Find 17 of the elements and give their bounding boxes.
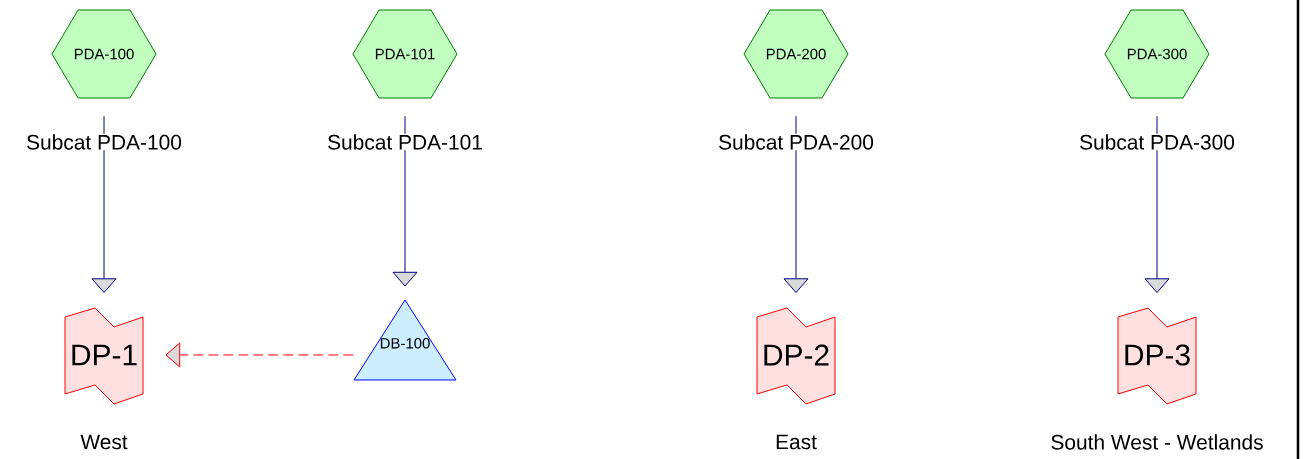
node-label: East: [774, 434, 818, 450]
subcatchment-hexagon: PDA-101: [352, 9, 458, 99]
node-label: West: [79, 434, 129, 450]
node-label: Subcat PDA-300: [1078, 133, 1236, 151]
subcatchment-hexagon: PDA-300: [1104, 9, 1210, 99]
arrow: [91, 115, 117, 293]
node-label: Subcat PDA-101: [326, 133, 484, 151]
node-label: Subcat PDA-100: [25, 133, 183, 151]
pond-triangle: DB-100: [353, 299, 457, 381]
arrow: [783, 115, 809, 293]
node-label: South West - Wetlands: [1049, 433, 1265, 451]
arrow: [392, 115, 418, 287]
arrow: [1144, 115, 1170, 293]
subcatchment-hexagon: PDA-200: [743, 9, 849, 99]
arrow: [165, 342, 354, 368]
subcatchment-hexagon: PDA-100: [51, 9, 157, 99]
node-label: Subcat PDA-200: [717, 133, 875, 151]
